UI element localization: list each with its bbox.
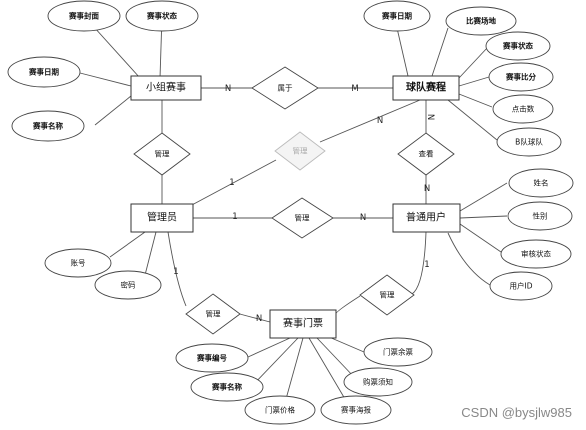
- relationship-manage-ticket[interactable]: 管理: [185, 293, 241, 335]
- attr-ticket-poster[interactable]: 赛事海报: [320, 395, 392, 425]
- attribute-label: 赛事名称: [32, 121, 63, 131]
- attribute-label: 密码: [121, 280, 136, 290]
- attribute-label: 门票价格: [265, 405, 295, 415]
- entity-group-match[interactable]: 小组赛事: [130, 75, 202, 101]
- attr-ticket-notice[interactable]: 购票须知: [343, 367, 413, 397]
- attribute-label: 赛事状态: [146, 11, 177, 21]
- entity-team-schedule[interactable]: 球队赛程: [392, 75, 460, 101]
- attr-admin-password[interactable]: 密码: [94, 270, 162, 300]
- attr-sched-clicks[interactable]: 点击数: [492, 94, 554, 124]
- entity-label: 普通用户: [406, 211, 446, 224]
- relationship-label: 管理: [380, 290, 395, 300]
- cardinality-label: 1: [229, 178, 234, 188]
- relationship-view[interactable]: 查看: [397, 132, 455, 176]
- attr-user-name[interactable]: 姓名: [508, 168, 574, 198]
- attribute-label: 点击数: [512, 104, 535, 114]
- relationship-manage-user[interactable]: 管理: [271, 197, 334, 239]
- attr-sched-status[interactable]: 赛事状态: [485, 31, 551, 61]
- attribute-label: 姓名: [534, 178, 549, 188]
- attribute-label: 账号: [71, 259, 86, 268]
- attr-admin-account[interactable]: 账号: [44, 248, 112, 278]
- attr-sched-score[interactable]: 赛事比分: [488, 62, 554, 92]
- attribute-label: 赛事状态: [502, 41, 533, 51]
- attribute-label: 赛事日期: [381, 11, 412, 21]
- attribute-label: 审核状态: [521, 249, 551, 259]
- entity-user[interactable]: 普通用户: [392, 203, 461, 233]
- attribute-label: 赛事比分: [505, 72, 536, 82]
- attribute-label: 赛事封面: [68, 11, 99, 21]
- attr-ticket-name[interactable]: 赛事名称: [190, 372, 264, 402]
- cardinality-label: 1: [232, 212, 237, 222]
- cardinality-labels: N M 1 N N N 1 N 1 N 1: [173, 84, 435, 324]
- cardinality-label: 1: [173, 267, 178, 277]
- relationship-label: 查看: [419, 149, 434, 159]
- entity-label: 赛事门票: [283, 317, 323, 330]
- relationship-manage-group[interactable]: 管理: [133, 132, 191, 176]
- cardinality-label: M: [351, 84, 358, 94]
- entity-label: 管理员: [147, 211, 177, 224]
- relationship-manage-schedule[interactable]: 管理: [274, 131, 326, 171]
- attribute-label: 赛事名称: [211, 382, 242, 392]
- attr-user-review[interactable]: 审核状态: [500, 239, 572, 269]
- attr-group-name[interactable]: 赛事名称: [11, 110, 85, 142]
- attr-sched-date[interactable]: 赛事日期: [363, 0, 431, 32]
- relationship-user-ticket[interactable]: 管理: [359, 274, 415, 316]
- relationship-label: 属于: [278, 84, 293, 93]
- attribute-label: 购票须知: [363, 377, 393, 387]
- attr-sched-venue[interactable]: 比赛场地: [445, 6, 517, 36]
- connector-lines: [79, 15, 508, 400]
- relationship-label: 管理: [293, 146, 308, 156]
- attr-ticket-left[interactable]: 门票余票: [363, 337, 433, 367]
- attribute-label: 赛事日期: [28, 67, 59, 77]
- attribute-label: 门票余票: [383, 347, 413, 357]
- entity-label: 小组赛事: [146, 81, 186, 94]
- relationship-label: 管理: [206, 309, 221, 319]
- entity-label: 球队赛程: [406, 81, 446, 94]
- relationship-belongs[interactable]: 属于: [251, 66, 319, 110]
- entity-ticket[interactable]: 赛事门票: [269, 309, 337, 339]
- attribute-label: 性别: [533, 211, 548, 221]
- attribute-label: 比赛场地: [466, 16, 496, 26]
- cardinality-label: N: [256, 314, 262, 324]
- cardinality-label: N: [360, 213, 366, 223]
- relationship-label: 管理: [155, 149, 170, 159]
- attr-group-status[interactable]: 赛事状态: [125, 0, 199, 32]
- entity-admin[interactable]: 管理员: [130, 203, 194, 233]
- attr-sched-team-b[interactable]: B队球队: [496, 127, 562, 157]
- cardinality-label: N: [424, 184, 430, 194]
- attr-ticket-no[interactable]: 赛事编号: [175, 343, 249, 373]
- cardinality-label: 1: [424, 260, 429, 270]
- attr-group-date[interactable]: 赛事日期: [7, 56, 81, 88]
- attr-user-id[interactable]: 用户ID: [489, 271, 553, 301]
- attribute-label: 赛事编号: [196, 353, 227, 363]
- attribute-label: 赛事海报: [341, 405, 371, 415]
- cardinality-label: N: [377, 116, 383, 126]
- attr-group-cover[interactable]: 赛事封面: [47, 0, 121, 32]
- watermark: CSDN @bysjlw985: [461, 405, 572, 420]
- attr-user-gender[interactable]: 性别: [507, 201, 573, 231]
- relationship-label: 管理: [295, 213, 310, 223]
- attribute-label: B队球队: [515, 137, 543, 147]
- attr-ticket-price[interactable]: 门票价格: [244, 395, 316, 425]
- cardinality-label: N: [225, 84, 231, 94]
- cardinality-label: N: [425, 114, 435, 120]
- attribute-label: 用户ID: [510, 281, 533, 291]
